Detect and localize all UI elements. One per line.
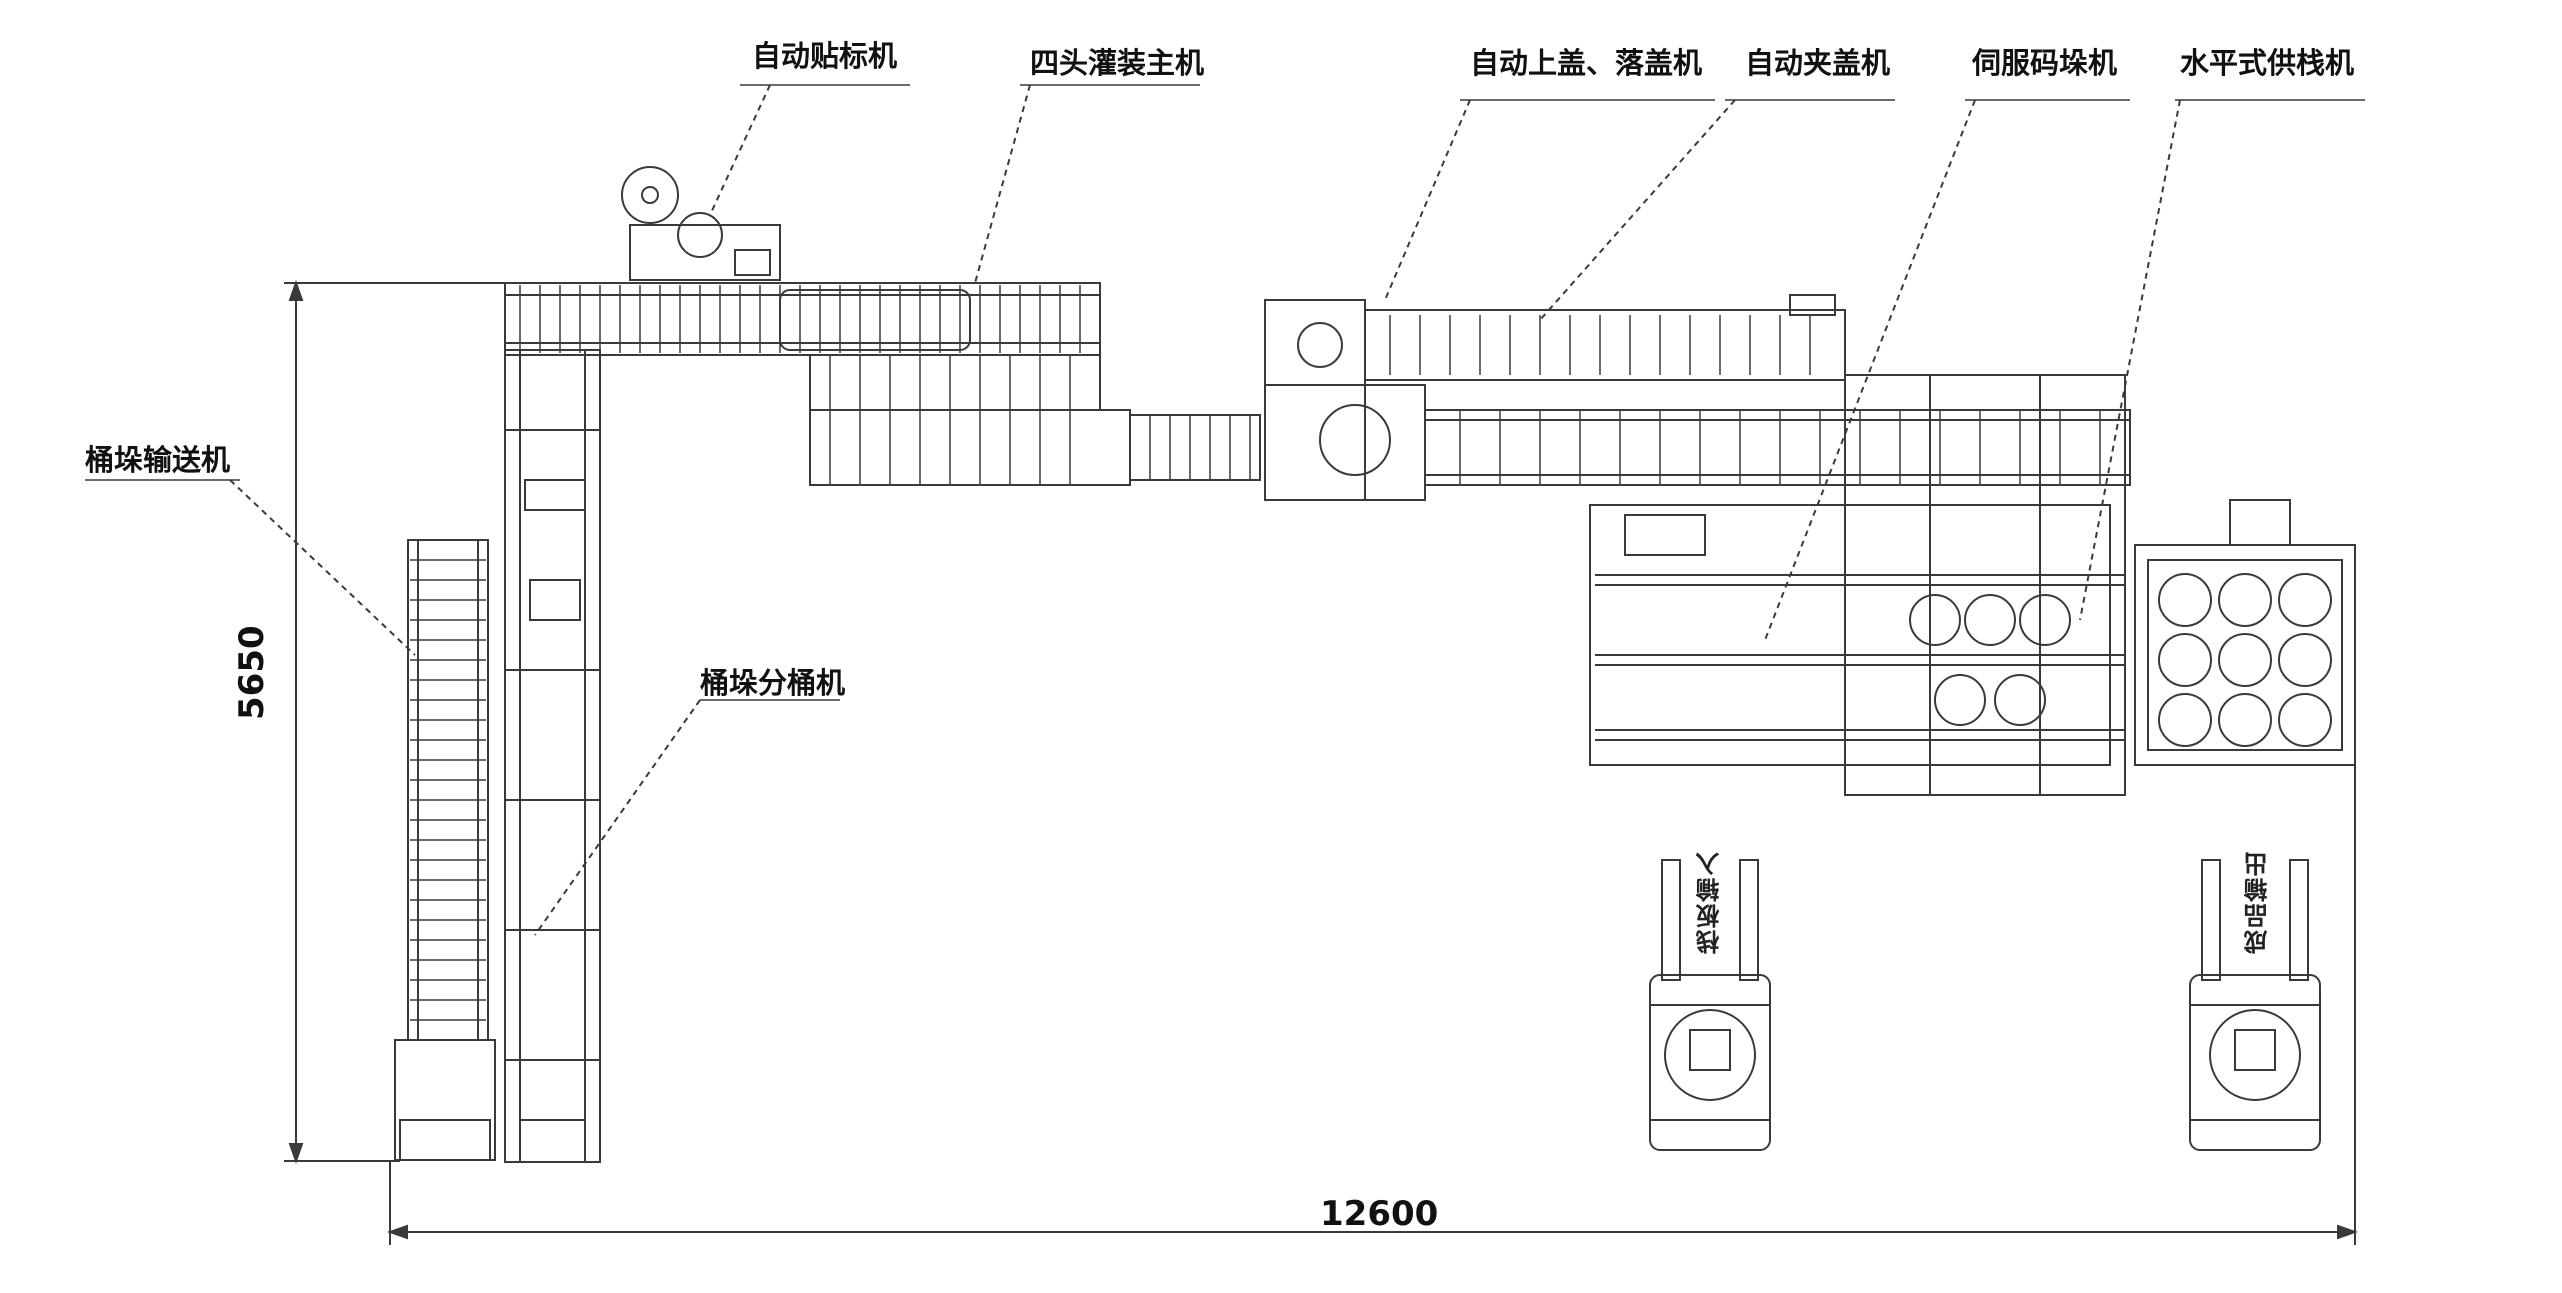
filler-body [809, 354, 1261, 486]
top-conveyor [504, 282, 1101, 356]
leader-auto-labeler [709, 84, 771, 216]
label-four-head-filler: 四头灌装主机 [1030, 46, 1205, 80]
labeler-unit [621, 166, 781, 281]
capper-unit [1264, 294, 1846, 501]
label-auto-labeler: 自动贴标机 [752, 39, 898, 73]
dimension-width-label: 12600 [1320, 1194, 1439, 1234]
dimension-height-label: 5650 [232, 625, 272, 720]
bucket-destacker [504, 349, 601, 1163]
forklift-left [1649, 859, 1771, 1151]
output-conveyor [1424, 409, 2131, 486]
label-auto-lid-clamp: 自动夹盖机 [1745, 46, 1891, 80]
pallet-dispenser [2134, 499, 2356, 766]
forklift-right-label: 成品输出 [2244, 850, 2272, 954]
leader-auto-capper [1384, 99, 1471, 301]
bucket-conveyor [394, 539, 496, 1161]
leader-bucket-conveyor [229, 479, 416, 656]
label-auto-capper: 自动上盖、落盖机 [1470, 46, 1703, 80]
dimension-line-width [386, 760, 2359, 1245]
leader-auto-lid-clamp [1539, 99, 1736, 321]
leader-bucket-destacker [534, 699, 701, 936]
label-servo-palletizer: 伺服码垛机 [1972, 46, 2118, 80]
label-bucket-conveyor: 桶垛输送机 [85, 443, 231, 477]
leader-pallet-dispenser [2079, 99, 2181, 621]
label-horizontal-pallet-dispenser: 水平式供栈机 [2180, 46, 2355, 80]
dimension-line-height [284, 279, 505, 1165]
forklift-left-label: 栈板输入 [1696, 850, 1724, 954]
leader-four-head-filler [974, 84, 1031, 284]
label-bucket-destacker: 桶垛分桶机 [700, 666, 846, 700]
forklift-right [2189, 859, 2321, 1151]
palletizer-frame [1589, 374, 2126, 796]
leader-servo-palletizer [1764, 99, 1976, 641]
